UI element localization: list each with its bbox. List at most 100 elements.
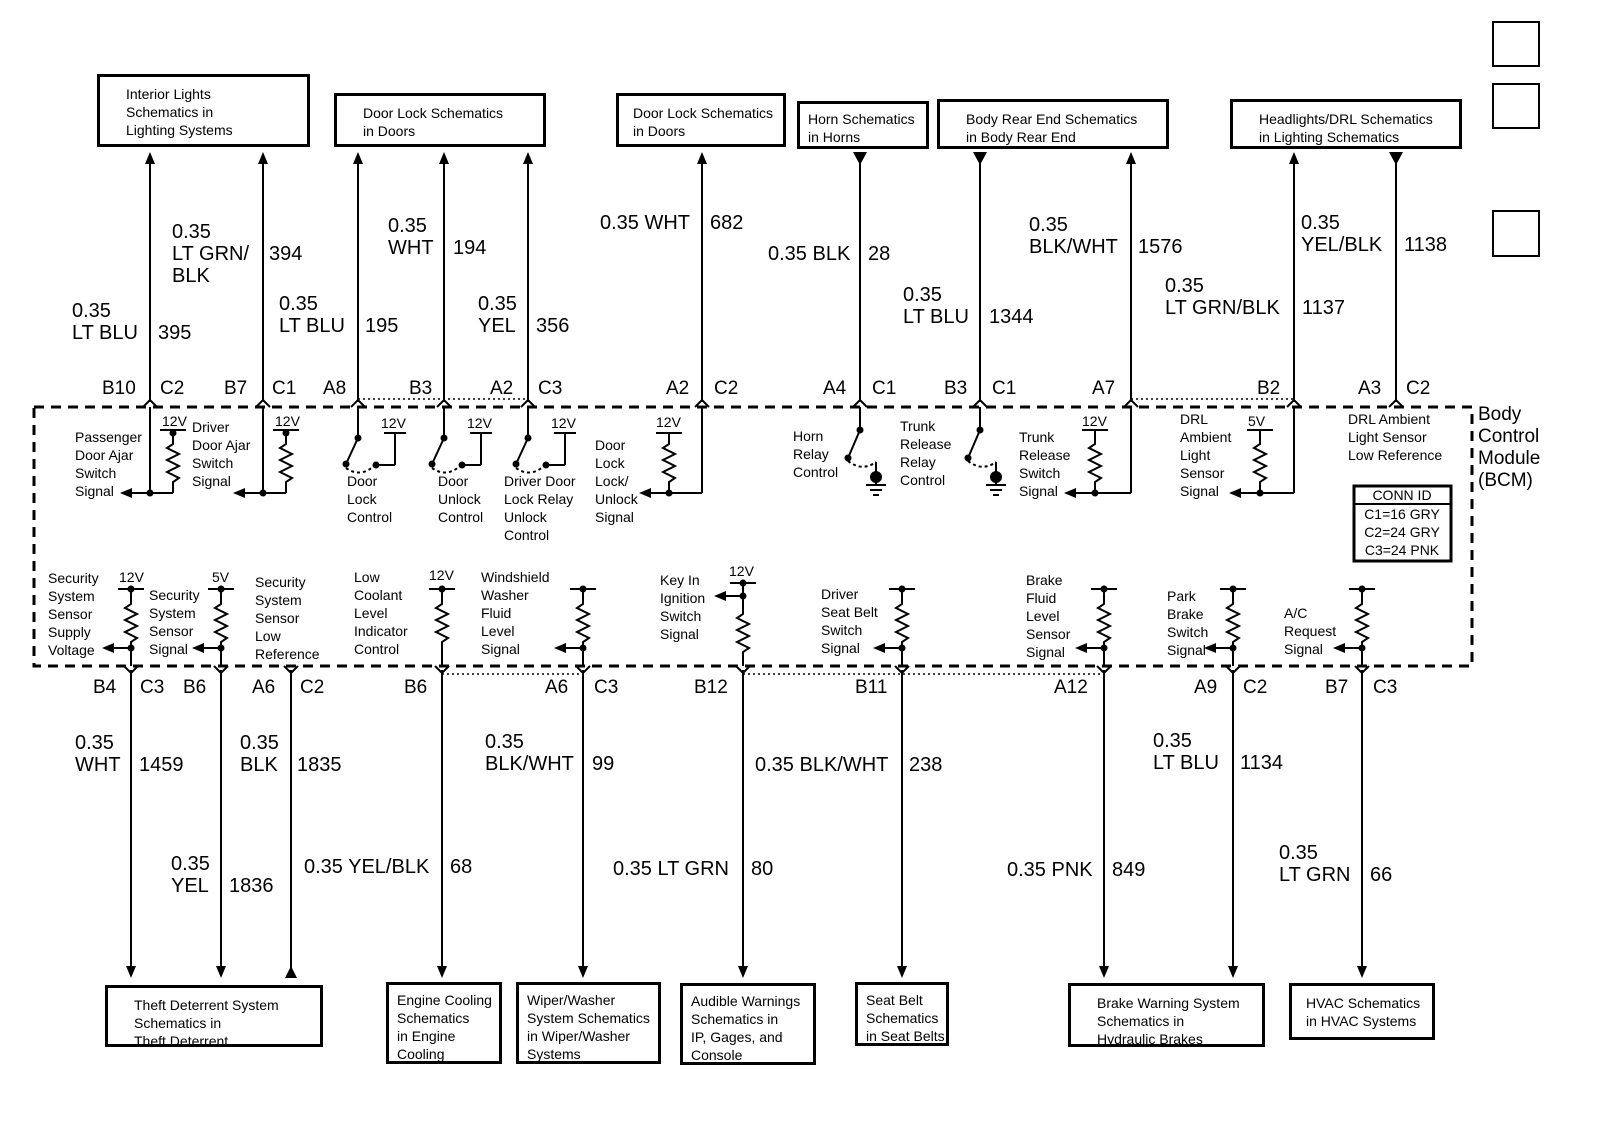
brake-warning-box[interactable]: Brake Warning System Schematics in Hydra… [1068, 983, 1265, 1047]
wire-gauge: 0.35 [1153, 730, 1192, 752]
wiper-washer-box[interactable]: Wiper/Washer System Schematics in Wiper/… [516, 982, 661, 1064]
svg-text:B6: B6 [404, 677, 427, 698]
bottom-pin-labels: B4 C3 B6 A6 C2 B6 A6 C3 B12 B11 A12 A9 C… [93, 677, 1397, 698]
wire-color: LT BLU [1153, 752, 1219, 774]
svg-text:C2: C2 [714, 378, 738, 399]
wire-label: 0.35 BLK/WHT [755, 754, 888, 776]
audible-warnings-box[interactable]: Audible Warnings Schematics in IP, Gages… [680, 983, 816, 1065]
wire-label: 0.35 LT GRN [613, 858, 729, 880]
back-arrow-icon[interactable] [1492, 210, 1540, 257]
interior-lights-box[interactable]: Interior Lights Schematics in Lighting S… [97, 74, 310, 147]
svg-text:12V: 12V [429, 567, 455, 583]
wire-circuit: 28 [868, 243, 890, 265]
hvac-box[interactable]: HVAC Schematics in HVAC Systems [1289, 983, 1435, 1040]
svg-text:B12: B12 [694, 677, 728, 698]
svg-text:12V: 12V [162, 413, 188, 429]
horn-box[interactable]: Horn Schematics in Horns [797, 101, 929, 149]
svg-text:C2: C2 [1406, 378, 1430, 399]
wire-color: WHT [388, 237, 434, 259]
svg-text:B3: B3 [409, 378, 432, 399]
input-arrow-heads [285, 152, 1403, 978]
top-pin-chevrons [142, 398, 1404, 408]
wire-circuit: 238 [909, 754, 942, 776]
bottom-wire-lines [126, 670, 1367, 978]
svg-text:12V: 12V [275, 413, 301, 429]
bottom-wire-labels: 0.35 WHT 1459 0.35 YEL 1836 0.35 BLK 183… [75, 730, 1392, 897]
top-wire-lines [145, 152, 1397, 402]
desc-icon[interactable] [1492, 83, 1540, 129]
wire-color: YEL [171, 875, 209, 897]
wire-label: 0.35 WHT [600, 212, 690, 234]
wire-circuit: 849 [1112, 859, 1145, 881]
svg-text:12V: 12V [381, 415, 407, 431]
junction-dots-bottom [127, 579, 1366, 652]
svg-text:C2: C2 [1243, 677, 1267, 698]
svg-text:C1: C1 [992, 378, 1016, 399]
svg-text:12V: 12V [656, 414, 682, 430]
svg-text:A8: A8 [323, 378, 346, 399]
svg-text:A9: A9 [1194, 677, 1217, 698]
wire-gauge: 0.35 [1301, 212, 1340, 234]
wire-circuit: 194 [453, 237, 486, 259]
loc-icon[interactable] [1492, 21, 1540, 67]
svg-text:5V: 5V [212, 569, 230, 585]
svg-text:A6: A6 [545, 677, 568, 698]
wire-circuit: 356 [536, 315, 569, 337]
svg-text:C2: C2 [160, 378, 184, 399]
wire-circuit: 395 [158, 322, 191, 344]
svg-text:B10: B10 [102, 378, 136, 399]
svg-text:A4: A4 [823, 378, 847, 399]
body-rear-box[interactable]: Body Rear End Schematics in Body Rear En… [937, 99, 1169, 149]
conn-id-c3: C3=24 PNK [1365, 542, 1440, 558]
engine-cooling-box[interactable]: Engine Cooling Schematics in Engine Cool… [386, 982, 502, 1064]
wire-gauge: 0.35 [1165, 275, 1204, 297]
wire-gauge: 0.35 [75, 732, 114, 754]
wire-circuit: 99 [592, 753, 614, 775]
door-lock-box-1[interactable]: Door Lock Schematics in Doors [334, 93, 546, 147]
wire-color: LT GRN/BLK [1165, 297, 1281, 319]
wire-color: LT BLU [279, 315, 345, 337]
conn-id-c2: C2=24 GRY [1364, 524, 1440, 540]
wire-circuit: 1459 [139, 754, 184, 776]
conn-id-title: CONN ID [1372, 487, 1431, 503]
wire-circuit: 394 [269, 243, 302, 265]
svg-text:C2: C2 [300, 677, 324, 698]
headlights-box[interactable]: Headlights/DRL Schematics in Lighting Sc… [1230, 99, 1462, 149]
wire-gauge: 0.35 [72, 300, 111, 322]
seat-belt-box[interactable]: Seat Belt Schematics in Seat Belts [855, 982, 949, 1046]
wire-label: 0.35 BLK [768, 243, 851, 265]
wire-gauge: 0.35 [240, 732, 279, 754]
wire-color: LT BLU [72, 322, 138, 344]
wire-gauge: 0.35 [279, 293, 318, 315]
svg-text:C3: C3 [1373, 677, 1397, 698]
wire-color: LT GRN [1279, 864, 1351, 886]
svg-text:A7: A7 [1092, 378, 1115, 399]
door-lock-box-2[interactable]: Door Lock Schematics in Doors [616, 93, 786, 147]
wire-color: WHT [75, 754, 121, 776]
wire-circuit: 195 [365, 315, 398, 337]
svg-text:B6: B6 [183, 677, 206, 698]
theft-deterrent-box[interactable]: Theft Deterrent System Schematics in The… [105, 985, 323, 1049]
svg-text:C1: C1 [872, 378, 896, 399]
wire-circuit: 1134 [1240, 752, 1283, 774]
svg-text:A6: A6 [252, 677, 275, 698]
wire-circuit: 1344 [989, 306, 1034, 328]
svg-text:B4: B4 [93, 677, 117, 698]
wire-gauge: 0.35 [478, 293, 517, 315]
